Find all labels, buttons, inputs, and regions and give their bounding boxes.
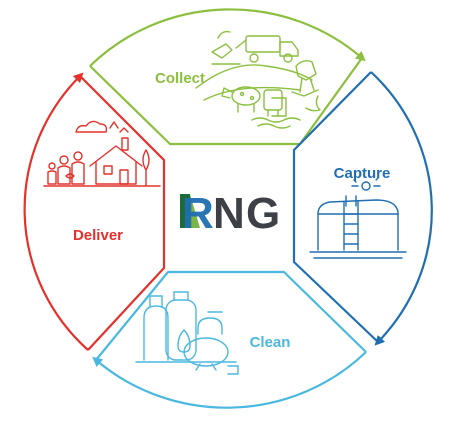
storage-tank-icon	[309, 177, 407, 259]
clean-segment	[92, 270, 367, 409]
house-community-icon	[43, 120, 161, 187]
gas-processing-icon	[135, 291, 239, 375]
logo-letter-n: N	[213, 189, 245, 238]
collect-segment	[89, 8, 366, 146]
rng-logo: R N G	[180, 189, 280, 238]
logo-letter-r: R	[182, 189, 214, 238]
stage-label-clean: Clean	[250, 334, 291, 351]
stage-label-deliver: Deliver	[73, 227, 123, 244]
logo-r-accent-green	[190, 194, 200, 228]
capture-segment	[292, 71, 433, 346]
stage-label-capture: Capture	[334, 165, 391, 182]
logo-letter-g: G	[246, 189, 280, 238]
farm-animals-icon	[221, 59, 321, 129]
deliver-segment	[23, 72, 166, 351]
logo-r-stem-dark	[180, 194, 190, 228]
landfill-truck-icon	[195, 30, 313, 101]
stage-label-collect: Collect	[155, 70, 205, 87]
